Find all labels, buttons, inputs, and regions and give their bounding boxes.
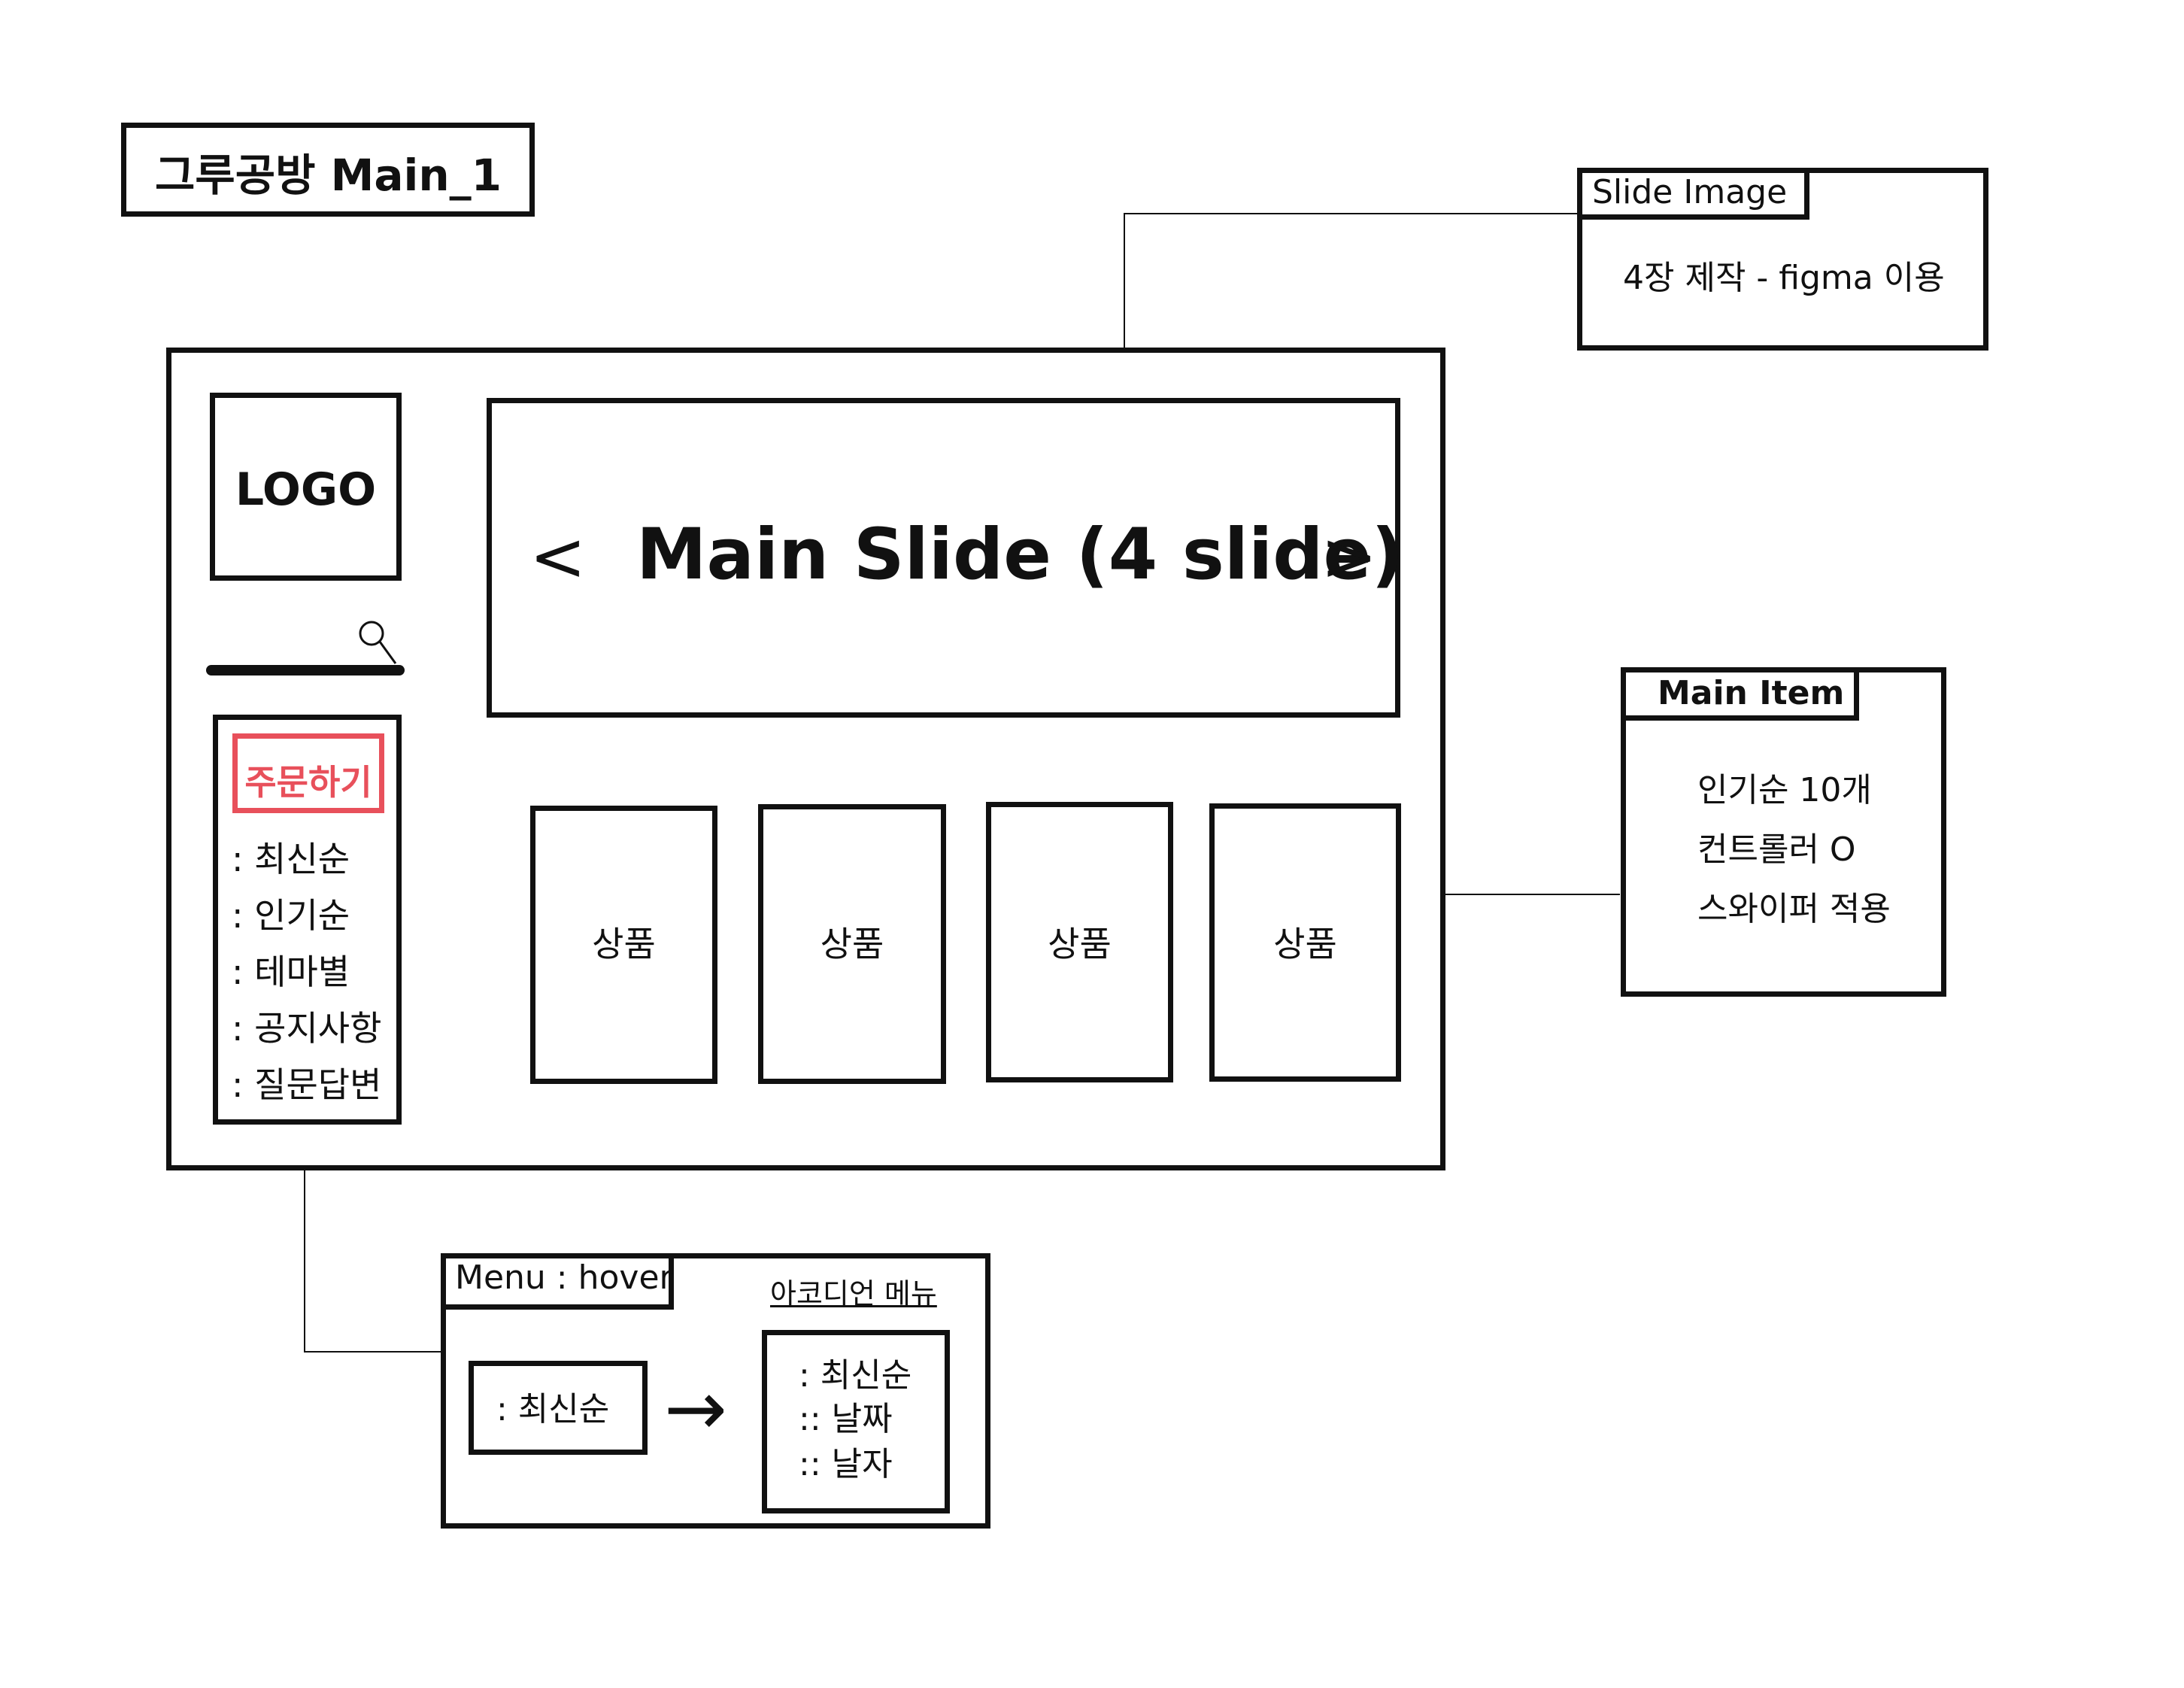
search-bar[interactable] bbox=[206, 665, 405, 676]
product-card-label: 상품 bbox=[820, 924, 884, 964]
order-button[interactable]: 주문하기 bbox=[232, 733, 384, 813]
slide-image-note: Slide Image 4장 제작 - figma 이용 bbox=[1577, 168, 1988, 351]
connector-menu-hover bbox=[304, 1351, 444, 1353]
connector-menu-hover bbox=[304, 1123, 305, 1353]
menu-hover-note-tab-label: Menu : hover bbox=[455, 1258, 673, 1297]
slide-next-arrow[interactable]: > bbox=[1321, 518, 1378, 597]
search-icon[interactable] bbox=[356, 618, 399, 666]
product-card-label: 상품 bbox=[1273, 924, 1337, 964]
accordion-sub-item[interactable]: :: 날짜 bbox=[799, 1400, 893, 1438]
main-item-note-line: 컨트롤러 O bbox=[1697, 830, 1856, 869]
side-menu-item-popular[interactable]: : 인기순 bbox=[232, 895, 350, 936]
accordion-sub-item[interactable]: :: 날자 bbox=[799, 1445, 893, 1483]
product-card-label: 상품 bbox=[1048, 924, 1112, 964]
main-item-note-line: 스와이퍼 적용 bbox=[1697, 890, 1891, 928]
accordion-item[interactable]: : 최신순 bbox=[799, 1356, 912, 1395]
side-menu-list: : 최신순 : 인기순 : 테마별 : 공지사항 : 질문답변 bbox=[232, 842, 381, 1124]
logo-text: LOGO bbox=[235, 463, 377, 516]
main-item-note: Main Item 인기순 10개 컨트롤러 O 스와이퍼 적용 bbox=[1621, 667, 1946, 997]
product-card[interactable]: 상품 bbox=[1209, 803, 1401, 1082]
side-menu-item-qna[interactable]: : 질문답변 bbox=[232, 1064, 382, 1105]
order-button-label: 주문하기 bbox=[244, 762, 372, 803]
logo-box[interactable]: LOGO bbox=[210, 393, 402, 581]
slide-image-note-text: 4장 제작 - figma 이용 bbox=[1623, 259, 1945, 297]
product-card-label: 상품 bbox=[592, 924, 656, 964]
side-menu-panel: 주문하기 : 최신순 : 인기순 : 테마별 : 공지사항 : 질문답변 bbox=[213, 715, 402, 1125]
slide-image-note-tab: Slide Image bbox=[1582, 173, 1809, 220]
main-slide-label: Main Slide (4 slide) bbox=[636, 514, 1404, 596]
slide-prev-arrow[interactable]: < bbox=[529, 518, 587, 597]
slide-image-note-tab-label: Slide Image bbox=[1592, 173, 1788, 211]
accordion-menu-caption: 아코디언 메뉴 bbox=[770, 1277, 937, 1310]
connector-main-item bbox=[1400, 894, 1620, 895]
right-arrow-icon: → bbox=[664, 1365, 727, 1453]
main-slide: < Main Slide (4 slide) > bbox=[487, 398, 1404, 718]
main-item-note-tab-label: Main Item bbox=[1658, 674, 1845, 712]
menu-hover-note: Menu : hover 아코디언 메뉴 : 최신순 → : 최신순 :: 날짜… bbox=[441, 1253, 990, 1529]
accordion-menu-expanded: : 최신순 :: 날짜 :: 날자 bbox=[762, 1330, 950, 1513]
main-item-note-line: 인기순 10개 bbox=[1697, 771, 1872, 809]
connector-slide-image bbox=[1124, 213, 1125, 399]
main-item-note-tab: Main Item bbox=[1626, 672, 1859, 721]
side-menu-item-latest[interactable]: : 최신순 bbox=[232, 839, 350, 879]
menu-item-before-label: : 최신순 bbox=[496, 1390, 610, 1428]
diagram-title-box: 그루공방 Main_1 bbox=[121, 123, 535, 217]
menu-hover-note-tab: Menu : hover bbox=[446, 1258, 674, 1310]
diagram-title: 그루공방 Main_1 bbox=[155, 150, 502, 201]
product-card[interactable]: 상품 bbox=[758, 804, 946, 1084]
side-menu-item-notice[interactable]: : 공지사항 bbox=[232, 1008, 382, 1049]
menu-item-before[interactable]: : 최신순 bbox=[469, 1361, 648, 1455]
product-card[interactable]: 상품 bbox=[530, 806, 717, 1084]
side-menu-item-theme[interactable]: : 테마별 bbox=[232, 952, 350, 992]
product-card[interactable]: 상품 bbox=[986, 802, 1173, 1082]
connector-slide-image bbox=[1124, 213, 1582, 214]
